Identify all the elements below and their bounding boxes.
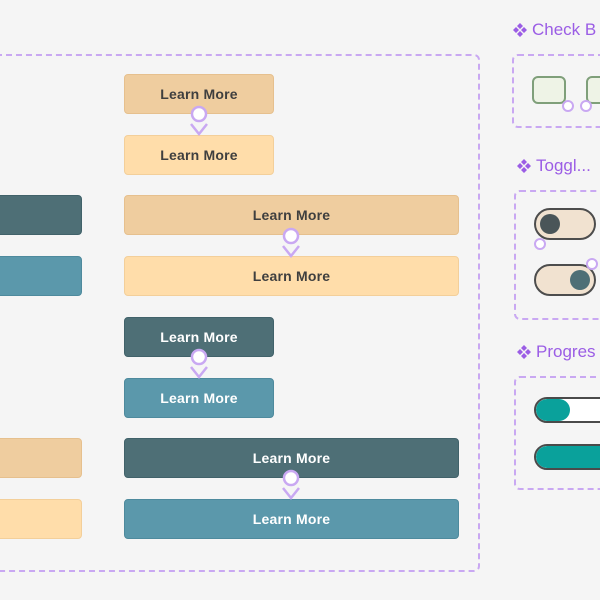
checkbox-2[interactable] (586, 76, 600, 104)
button-tan-partial-1[interactable] (0, 438, 82, 478)
check-section-title: Check B (532, 20, 597, 39)
toggle-knob (570, 270, 590, 290)
connector-handle-icon (586, 258, 598, 270)
buttons-frame (0, 54, 480, 572)
prototype-connector-icon (190, 105, 208, 137)
learn-more-button-cream-small[interactable]: Learn More (124, 135, 274, 175)
toggle-on[interactable] (534, 264, 596, 296)
component-diamond-icon (513, 23, 527, 37)
checkbox-1[interactable] (532, 76, 566, 104)
prototype-connector-icon (190, 348, 208, 380)
progress-section-title: Progres (536, 342, 596, 361)
component-diamond-icon (517, 159, 531, 173)
learn-more-button-steel-small[interactable]: Learn More (124, 378, 274, 418)
progress-section-label[interactable]: Progres (516, 342, 596, 362)
button-slate-partial-1[interactable] (0, 195, 82, 235)
progress-fill (536, 446, 600, 468)
button-cream-partial-1[interactable] (0, 499, 82, 539)
progress-frame (514, 376, 600, 490)
toggle-section-title: Toggl... (536, 156, 591, 175)
toggle-section-label[interactable]: Toggl... (516, 156, 591, 176)
check-frame (512, 54, 600, 128)
button-steel-partial-1[interactable] (0, 256, 82, 296)
progress-fill (536, 399, 571, 421)
progress-bar-2 (534, 444, 600, 470)
learn-more-button-cream-wide[interactable]: Learn More (124, 256, 459, 296)
toggle-knob (540, 214, 560, 234)
toggle-off[interactable] (534, 208, 596, 240)
component-diamond-icon (517, 345, 531, 359)
prototype-connector-icon (282, 227, 300, 259)
connector-handle-icon (580, 100, 592, 112)
prototype-connector-icon (282, 469, 300, 501)
learn-more-button-steel-wide[interactable]: Learn More (124, 499, 459, 539)
connector-handle-icon (534, 238, 546, 250)
connector-handle-icon (562, 100, 574, 112)
progress-bar-1 (534, 397, 600, 423)
check-section-label[interactable]: Check B (512, 20, 596, 40)
toggle-frame (514, 190, 600, 320)
